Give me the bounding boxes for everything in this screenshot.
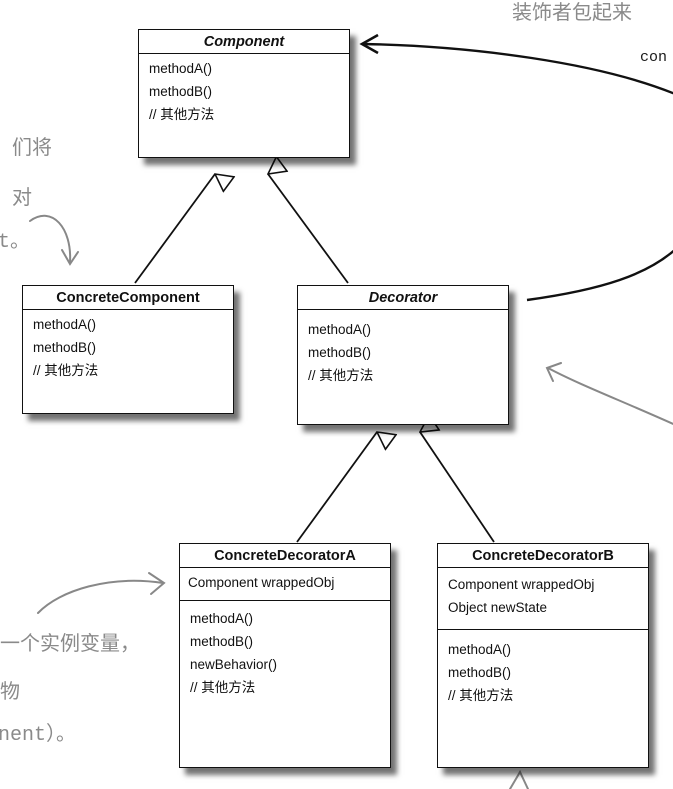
method: methodB() (190, 634, 254, 649)
class-name: Decorator (298, 286, 508, 310)
method: methodB() (149, 84, 213, 99)
inherit-line-decorator (268, 174, 349, 284)
method: // 其他方法 (448, 688, 514, 703)
handwritten-arrow-bottom-head (148, 572, 166, 595)
method: methodA() (190, 611, 254, 626)
note-con: con (640, 49, 668, 66)
note-left-2: 对 (12, 185, 32, 209)
method: // 其他方法 (308, 368, 374, 383)
attributes-section: Component wrappedObj (180, 568, 390, 601)
handwritten-arrow-left-head (61, 249, 79, 266)
note-left-3: t。 (0, 231, 31, 254)
method: // 其他方法 (33, 363, 99, 378)
class-concrete-decorator-b: ConcreteDecoratorB Component wrappedObj … (437, 543, 649, 768)
note-bottom-left-1: 一个实例变量， (0, 631, 140, 655)
handwritten-arrow-right-head (545, 362, 562, 382)
handwritten-arrow-bottom (37, 579, 164, 614)
class-concrete-component: ConcreteComponent methodA() methodB() //… (22, 285, 234, 414)
methods-section: methodA() methodB() // 其他方法 (298, 310, 508, 391)
class-name: Component (139, 30, 349, 54)
class-name: ConcreteComponent (23, 286, 233, 310)
note-bottom-left-2: 物 (0, 679, 20, 703)
handwritten-arrow-right (547, 367, 673, 425)
inherit-line-concrete-decorator-a (296, 432, 377, 543)
attribute: Component wrappedObj (188, 575, 335, 590)
method: methodA() (33, 317, 97, 332)
inherit-line-concrete-decorator-b (420, 432, 495, 543)
attribute: Object newState (448, 600, 548, 615)
method: // 其他方法 (190, 680, 256, 695)
method: newBehavior() (190, 657, 278, 672)
attributes-section: Component wrappedObj Object newState (438, 568, 648, 630)
composition-arrowhead (359, 33, 379, 55)
method: // 其他方法 (149, 107, 215, 122)
method: methodB() (448, 665, 512, 680)
handwritten-arrow-left (29, 214, 72, 263)
note-left-1: 们将 (12, 135, 52, 159)
attribute: Component wrappedObj (448, 577, 595, 592)
method: methodB() (308, 345, 372, 360)
note-top-right: 装饰者包起来 (512, 0, 632, 24)
methods-section: methodA() methodB() // 其他方法 (23, 310, 233, 386)
class-concrete-decorator-a: ConcreteDecoratorA Component wrappedObj … (179, 543, 391, 768)
class-name: ConcreteDecoratorA (180, 544, 390, 568)
method: methodA() (308, 322, 372, 337)
methods-section: methodA() methodB() // 其他方法 (438, 630, 648, 711)
method: methodB() (33, 340, 97, 355)
composition-arrow (362, 42, 673, 302)
class-name: ConcreteDecoratorB (438, 544, 648, 568)
method: methodA() (448, 642, 512, 657)
class-decorator: Decorator methodA() methodB() // 其他方法 (297, 285, 509, 425)
handwritten-arrow-bottom-right (509, 769, 529, 789)
methods-section: methodA() methodB() // 其他方法 (139, 54, 349, 130)
methods-section: methodA() methodB() newBehavior() // 其他方… (180, 601, 390, 703)
method: methodA() (149, 61, 213, 76)
note-bottom-left-3: nent）。 (0, 724, 77, 747)
inherit-line-concrete-component (134, 174, 215, 284)
class-component: Component methodA() methodB() // 其他方法 (138, 29, 350, 158)
